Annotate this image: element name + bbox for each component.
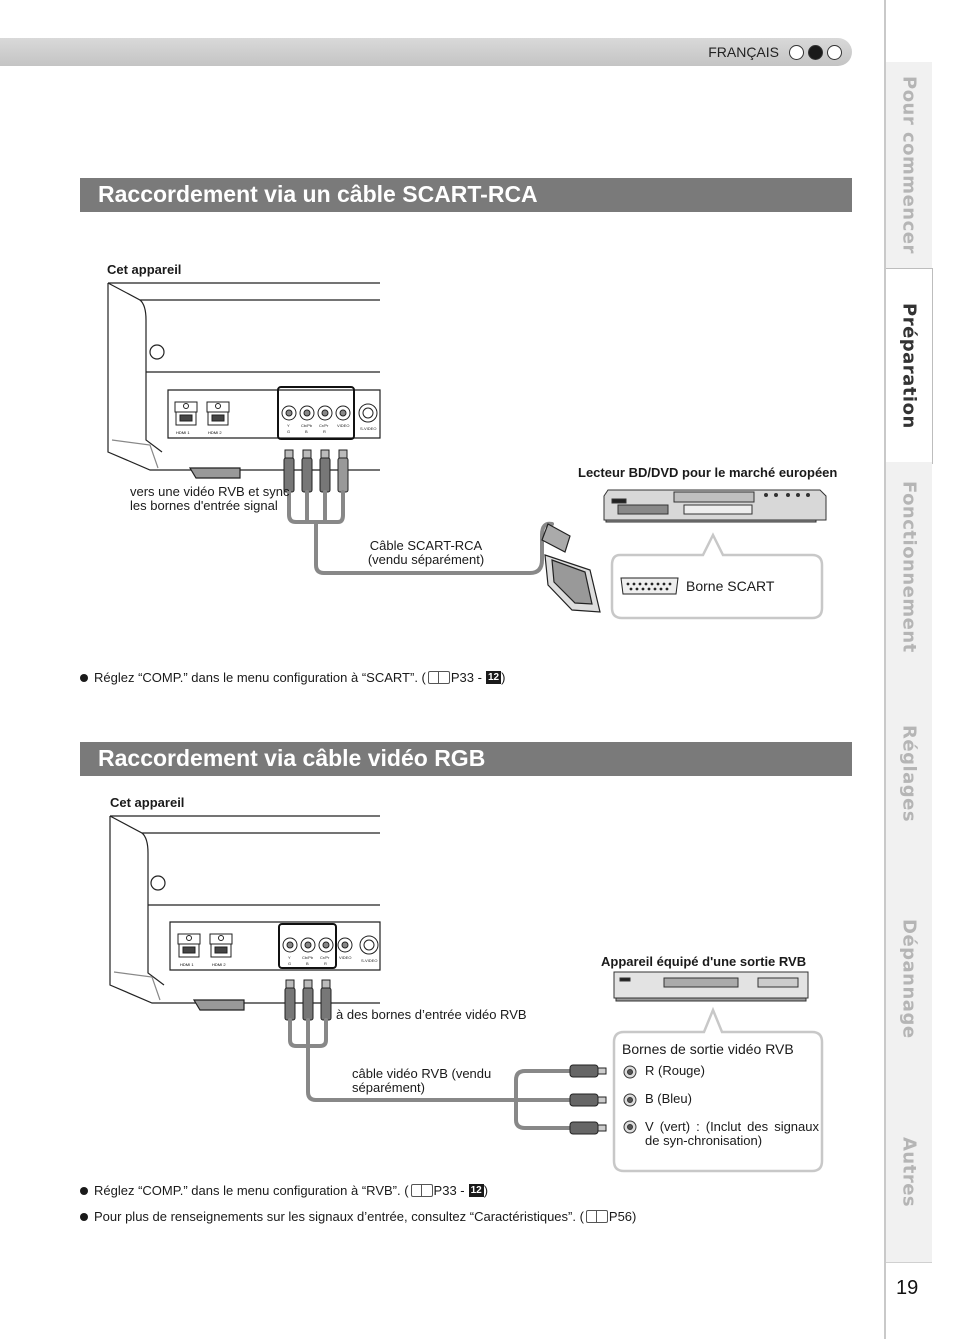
rgb-highlight [278, 923, 337, 969]
jack-svideo-text: S-VIDEO [360, 426, 376, 431]
language-label: FRANÇAIS [708, 44, 779, 60]
book-icon [410, 1184, 433, 1197]
note-text: Réglez “COMP.” dans le menu configuratio… [94, 670, 426, 685]
rgb-device-label: Appareil équipé d'une sortie RVB [601, 954, 807, 969]
hdmi2-text-2: HDMI 2 [212, 962, 226, 967]
tab-autres[interactable]: Autres [886, 1082, 932, 1263]
tab-label: Préparation [898, 303, 920, 429]
jack-video-text-2: VIDEO [339, 955, 351, 960]
jack-cr-text: Cr/Pr [319, 423, 329, 428]
hdmi2-text: HDMI 2 [208, 430, 222, 435]
book-icon [585, 1210, 608, 1223]
tab-reglages[interactable]: Réglages [886, 672, 932, 877]
jack-cb-text-2: Cb/Pb [302, 955, 314, 960]
jack-r-text: R [323, 429, 326, 434]
bd-dvd-player-illustration [603, 489, 827, 523]
hdmi1-text-2: HDMI 1 [180, 962, 194, 967]
rgb-output-plugs [569, 1064, 607, 1135]
jack-svideo-text-2: S-VIDEO [361, 958, 377, 963]
section-heading-scart: Raccordement via un câble SCART-RCA [80, 178, 852, 212]
note-specs: Pour plus de renseignements sur les sign… [80, 1209, 636, 1224]
jack-cb-text: Cb/Pb [301, 423, 313, 428]
rca-plugs [283, 449, 349, 493]
jack-r-text-2: R [324, 961, 327, 966]
note-ref[interactable]: P33 - [433, 1183, 465, 1198]
scart-plug [541, 523, 601, 613]
language-dot-2-active [808, 44, 823, 60]
projector-illustration [107, 282, 381, 479]
language-indicator: FRANÇAIS [708, 38, 852, 66]
book-icon [427, 671, 450, 684]
tab-fonctionnement[interactable]: Fonctionnement [886, 462, 932, 673]
projector-illustration-2 [109, 815, 381, 1011]
note-close: ) [483, 1183, 489, 1198]
section-title: Raccordement via un câble SCART-RCA [98, 181, 538, 207]
note-ref[interactable]: P56 [608, 1209, 633, 1224]
hdmi1-text: HDMI 1 [176, 430, 190, 435]
rca-jacks-2 [282, 935, 379, 955]
rgb-cable [288, 1018, 577, 1130]
component-highlight [277, 386, 355, 440]
output-b-label: B (Bleu) [645, 1091, 692, 1106]
note-scart: Réglez “COMP.” dans le menu configuratio… [80, 670, 505, 685]
scart-callout [610, 532, 824, 620]
scart-socket-label: Borne SCART [686, 578, 775, 594]
tab-label: Autres [898, 1136, 920, 1208]
rca-jacks [281, 403, 378, 423]
jack-cr-text-2: Cr/Pr [320, 955, 330, 960]
bullet-icon [80, 1186, 88, 1195]
tab-preparation[interactable]: Préparation [886, 268, 933, 464]
bullet-icon [80, 1212, 88, 1221]
rgb-cable-label: câble vidéo RVB (vendu séparément) [352, 1066, 492, 1095]
hdmi-ports-2 [177, 933, 233, 958]
rca-plugs-2 [284, 979, 332, 1021]
outputs-title: Bornes de sortie vidéo RVB [622, 1041, 794, 1057]
cable-label: Câble SCART-RCA (vendu séparément) [367, 538, 485, 567]
section-heading-rgb: Raccordement via câble vidéo RGB [80, 742, 852, 776]
rgb-callout [612, 1006, 824, 1173]
jack-y-text: Y [287, 423, 290, 428]
header-bar: FRANÇAIS [0, 38, 852, 66]
device-label-2: Cet appareil [110, 795, 185, 810]
tab-label: Fonctionnement [898, 481, 920, 653]
note-close: ) [501, 670, 506, 685]
tab-depannage[interactable]: Dépannage [886, 876, 932, 1083]
device-label: Cet appareil [107, 262, 182, 277]
bullet-icon [80, 673, 88, 682]
jack-g-text-2: G [288, 961, 291, 966]
sidebar-divider [884, 0, 886, 1339]
ref-number-badge: 12 [485, 671, 502, 684]
scart-cable [287, 490, 554, 575]
jack-b-text: B [305, 429, 308, 434]
output-v-label: V (vert) : (Inclut des signaux de syn-ch… [645, 1119, 819, 1148]
tab-label: Réglages [898, 725, 920, 823]
language-dot-3 [827, 44, 842, 60]
rgb-device-illustration [613, 971, 809, 1002]
note-rgb: Réglez “COMP.” dans le menu configuratio… [80, 1183, 488, 1198]
diagram-canvas: HDMI 1 HDMI 2 Y Cb/Pb Cr/Pr VIDEO S-VIDE… [107, 282, 827, 1173]
output-r-label: R (Rouge) [645, 1063, 705, 1078]
jack-g-text: G [287, 429, 290, 434]
ref-number-badge: 12 [468, 1184, 484, 1197]
tab-label: Dépannage [898, 919, 920, 1039]
jack-b-text-2: B [306, 961, 309, 966]
jack-y-text-2: Y [288, 955, 291, 960]
tab-label: Pour commencer [898, 76, 920, 254]
note-close: ) [632, 1209, 637, 1224]
scart-socket-icon [620, 577, 679, 595]
note-text: Pour plus de renseignements sur les sign… [94, 1209, 584, 1224]
output-jack-icons [623, 1065, 637, 1134]
rgb-input-label: à des bornes d’entrée vidéo RVB [336, 1007, 527, 1022]
input-label: vers une vidéo RVB et sync les bornes d'… [130, 484, 290, 513]
page-number: 19 [896, 1277, 919, 1299]
jack-video-text: VIDEO [337, 423, 349, 428]
player-label: Lecteur BD/DVD pour le marché européen [578, 465, 838, 480]
note-ref[interactable]: P33 - [450, 670, 482, 685]
language-dot-1 [789, 44, 804, 60]
section-title: Raccordement via câble vidéo RGB [98, 745, 486, 771]
note-text: Réglez “COMP.” dans le menu configuratio… [94, 1183, 409, 1198]
tab-pour-commencer[interactable]: Pour commencer [886, 62, 932, 269]
hdmi-ports [174, 401, 230, 426]
